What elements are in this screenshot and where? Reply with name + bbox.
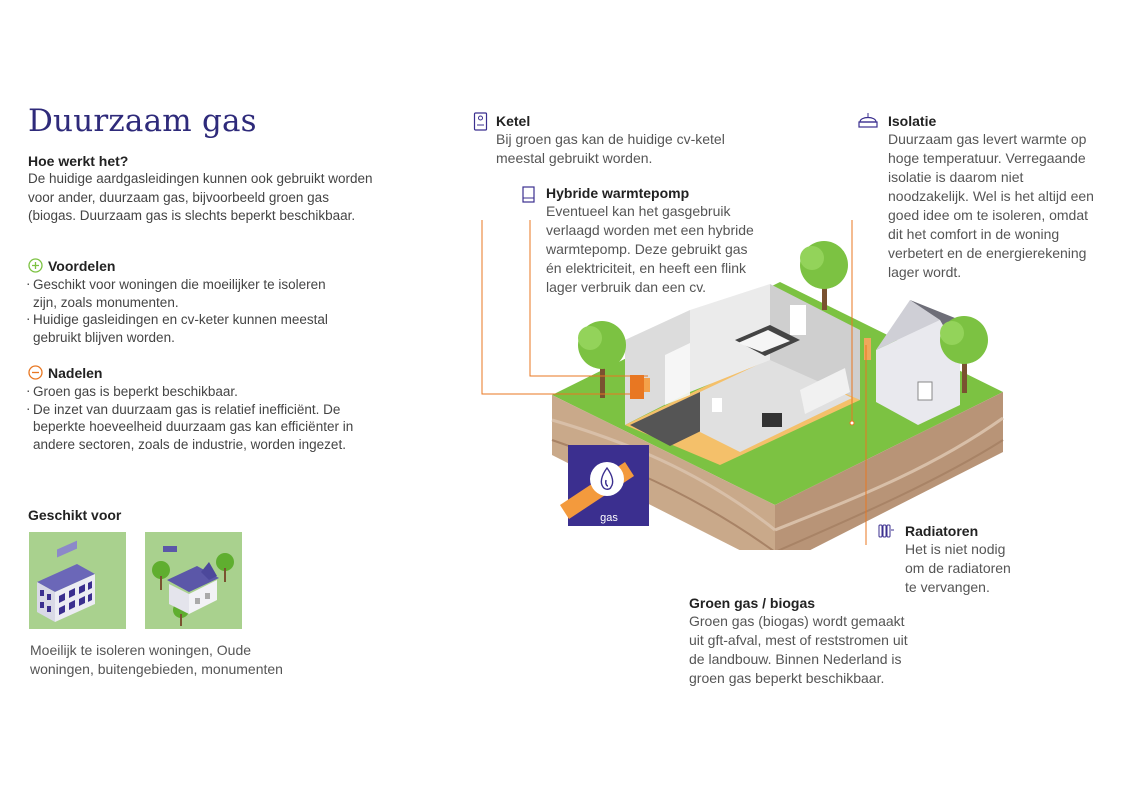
- tree-left: [578, 321, 626, 398]
- list-item-text: Geschikt voor woningen die moeilijker te…: [33, 277, 326, 292]
- soil-right: [775, 392, 1003, 550]
- apartment-thumbnail: [29, 532, 126, 629]
- flame-icon: [590, 462, 624, 496]
- text-line: noodzakelijk. Wel is het altijd een: [888, 188, 1094, 204]
- list-item: Geschikt voor woningen die moeilijker te…: [26, 275, 407, 311]
- text-line: groen gas beperkt beschikbaar.: [689, 670, 885, 686]
- house-illustration: gas: [481, 220, 1004, 550]
- minus-circle-icon: [28, 365, 43, 385]
- list-item-text: andere sectoren, zoals de industrie, wor…: [33, 436, 346, 452]
- chair: [762, 413, 782, 427]
- text-line: Bij groen gas kan de huidige cv-ketel: [496, 131, 725, 147]
- nadelen-list: Groen gas is beperkt beschikbaar. De inz…: [26, 382, 407, 454]
- caption-line: woningen, buitengebieden, monumenten: [30, 661, 283, 677]
- boiler-unit: [630, 375, 644, 399]
- ketel-text: Bij groen gas kan de huidige cv-ketel me…: [496, 130, 756, 168]
- shower: [665, 343, 690, 405]
- hybride-heading: Hybride warmtepomp: [546, 185, 690, 201]
- leader-lines: [481, 220, 867, 545]
- text-line: Groen gas (biogas) wordt gemaakt: [689, 613, 905, 629]
- how-line: De huidige aardgasleidingen kunnen ook g…: [28, 171, 373, 186]
- text-line: lager verbruik dan een cv.: [546, 279, 707, 295]
- list-item-text: beperkte hoeveelheid duurzaam gas kan ef…: [33, 419, 354, 434]
- list-item: De inzet van duurzaam gas is relatief in…: [26, 400, 407, 454]
- geschikt-heading: Geschikt voor: [28, 507, 122, 523]
- groengas-text: Groen gas (biogas) wordt gemaakt uit gft…: [689, 612, 949, 688]
- voordelen-heading: Voordelen: [48, 258, 116, 274]
- radiatoren-text: Het is niet nodig om de radiatoren te ve…: [905, 540, 1105, 597]
- window: [790, 305, 806, 335]
- text-line: warmtepomp. Deze gebruikt gas: [546, 241, 748, 257]
- list-item: Huidige gasleidingen en cv-keter kunnen …: [26, 310, 407, 346]
- groengas-heading: Groen gas / biogas: [689, 595, 816, 611]
- text-line: Het is niet nodig: [905, 541, 1006, 557]
- how-line: voor ander, duurzaam gas, bijvoorbeeld g…: [28, 189, 329, 205]
- living-floor: [700, 358, 852, 452]
- list-item-text: zijn, zoals monumenten.: [33, 294, 179, 310]
- text-line: Duurzaam gas levert warmte op: [888, 131, 1087, 147]
- sofa: [800, 368, 850, 414]
- hybride-text: Eventueel kan het gasgebruik verlaagd wo…: [546, 202, 769, 297]
- text-line: isolatie is daarom niet: [888, 169, 1024, 185]
- text-line: hoge temperatuur. Verregaande: [888, 150, 1086, 166]
- text-line: én elektriciteit, en heeft een flink: [546, 260, 747, 276]
- isolatie-text: Duurzaam gas levert warmte op hoge tempe…: [888, 130, 1113, 282]
- voordelen-list: Geschikt voor woningen die moeilijker te…: [26, 275, 407, 346]
- isolatie-heading: Isolatie: [888, 113, 937, 129]
- text-line: om de radiatoren: [905, 560, 1011, 576]
- how-line: (biogas. Duurzaam gas is slechts beperkt…: [28, 208, 356, 223]
- boiler-icon: [473, 112, 489, 137]
- plus-circle-icon: [28, 258, 43, 278]
- text-line: verlaagd worden met een hybride: [546, 222, 754, 238]
- radiatoren-heading: Radiatoren: [905, 523, 979, 539]
- gas-label: gas: [600, 512, 618, 524]
- caption-line: Moeilijk te isoleren woningen, Oude: [30, 642, 252, 658]
- list-item-text: gebruikt blijven worden.: [33, 329, 175, 345]
- wall-back: [690, 284, 770, 392]
- text-line: dit het comfort in de woning: [888, 226, 1060, 242]
- list-item-text: Huidige gasleidingen en cv-keter kunnen …: [33, 312, 328, 327]
- text-line: meestal gebruikt worden.: [496, 150, 653, 166]
- insulation-icon: [858, 112, 878, 135]
- text-line: verbetert en de energierekening: [888, 245, 1087, 261]
- tree-back: [800, 241, 848, 310]
- list-item: Groen gas is beperkt beschikbaar.: [26, 382, 407, 401]
- list-item-text: Groen gas is beperkt beschikbaar.: [33, 384, 238, 399]
- geschikt-caption: Moeilijk te isoleren woningen, Oude woni…: [30, 641, 320, 679]
- text-line: uit gft-afval, mest of reststromen uit: [689, 632, 908, 648]
- heat-pump-icon: [521, 186, 537, 209]
- text-line: goed idee om te isoleren, omdat: [888, 207, 1089, 223]
- tree-right: [940, 316, 988, 393]
- text-line: te vervangen.: [905, 579, 990, 595]
- page-title: Duurzaam gas: [28, 103, 257, 139]
- soil-left: [552, 395, 775, 550]
- how-text: De huidige aardgasleidingen kunnen ook g…: [28, 170, 408, 226]
- sink: [712, 398, 722, 412]
- villa-thumbnail: [145, 532, 242, 629]
- ketel-heading: Ketel: [496, 113, 531, 129]
- radiator-icon: [877, 522, 895, 545]
- list-item-text: De inzet van duurzaam gas is relatief in…: [33, 401, 341, 417]
- how-heading: Hoe werkt het?: [28, 153, 129, 169]
- radiator-unit: [864, 338, 871, 360]
- annex-wall: [876, 320, 960, 425]
- text-line: de landbouw. Binnen Nederland is: [689, 651, 902, 667]
- text-line: Eventueel kan het gasgebruik: [546, 203, 731, 219]
- text-line: lager wordt.: [888, 264, 962, 280]
- nadelen-heading: Nadelen: [48, 365, 103, 381]
